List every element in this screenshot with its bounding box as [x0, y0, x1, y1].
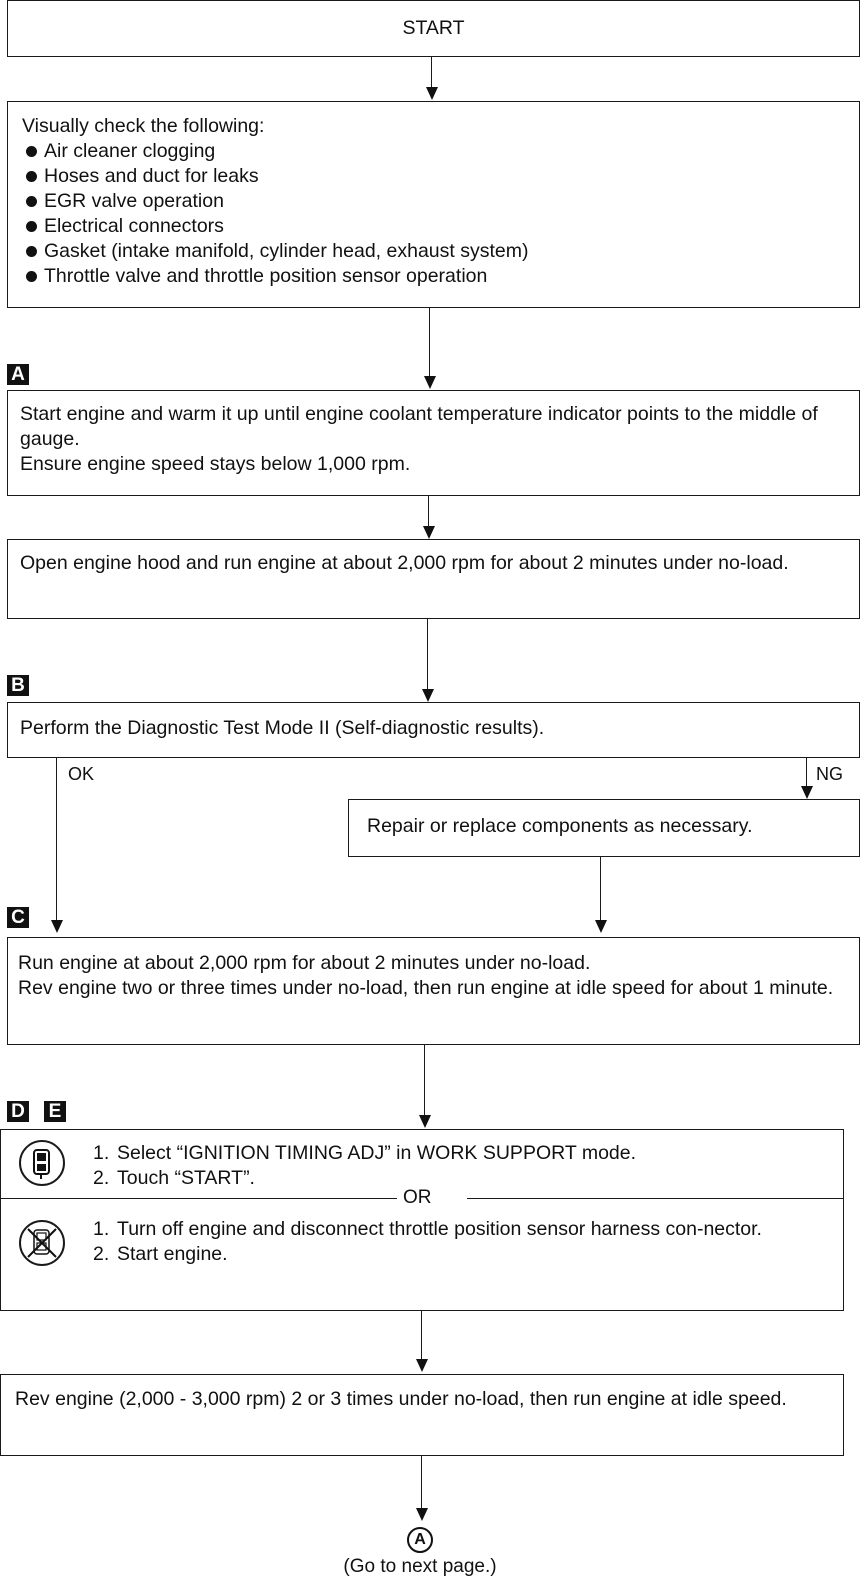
go-to-next-page-note: (Go to next page.): [343, 1556, 497, 1577]
list-item: 2.Start engine.: [93, 1243, 228, 1265]
visual-check-list: Air cleaner clogging Hoses and duct for …: [22, 139, 845, 289]
connector-line: [429, 308, 430, 376]
step-c-note: Rev engine two or three times under no-l…: [18, 977, 834, 999]
visual-check-box: Visually check the following: Air cleane…: [7, 101, 860, 308]
connector-line: [431, 57, 432, 87]
list-item: Throttle valve and throttle position sen…: [22, 264, 845, 289]
or-label: OR: [403, 1187, 432, 1208]
connector-line: [421, 1311, 422, 1359]
connector-line: [424, 1045, 425, 1115]
arrow-down-icon: [801, 786, 813, 799]
start-box: START: [7, 0, 860, 57]
list-item: Gasket (intake manifold, cylinder head, …: [22, 239, 845, 264]
list-item: Hoses and duct for leaks: [22, 164, 845, 189]
connector-line: [600, 857, 601, 920]
step-marker-e: E: [44, 1101, 66, 1122]
arrow-down-icon: [424, 376, 436, 389]
step-marker-d: D: [7, 1101, 29, 1122]
connector-line: [428, 496, 429, 526]
step-c-box: Run engine at about 2,000 rpm for about …: [7, 937, 860, 1045]
list-item: Air cleaner clogging: [22, 139, 845, 164]
step-c-text: Run engine at about 2,000 rpm for about …: [18, 952, 591, 974]
arrow-down-icon: [422, 689, 434, 702]
hood-step-box: Open engine hood and run engine at about…: [7, 539, 860, 619]
rev-step-box: Rev engine (2,000 - 3,000 rpm) 2 or 3 ti…: [0, 1374, 844, 1456]
consult-tester-icon: [19, 1140, 65, 1186]
ng-branch-line: [806, 758, 807, 786]
manual-steps: 1.Turn off engine and disconnect throttl…: [93, 1217, 813, 1267]
step-de-box: 1.Select “IGNITION TIMING ADJ” in WORK S…: [0, 1129, 844, 1311]
step-marker-a: A: [7, 364, 29, 385]
step-b-text: Perform the Diagnostic Test Mode II (Sel…: [20, 717, 545, 739]
arrow-down-icon: [416, 1508, 428, 1521]
step-marker-c: C: [7, 907, 29, 928]
list-item: 1.Turn off engine and disconnect throttl…: [93, 1218, 762, 1240]
arrow-down-icon: [423, 526, 435, 539]
step-b-box: Perform the Diagnostic Test Mode II (Sel…: [7, 702, 860, 758]
offpage-connector-label: A: [414, 1531, 426, 1548]
arrow-down-icon: [51, 920, 63, 933]
ok-label: OK: [68, 764, 95, 784]
hood-step-text: Open engine hood and run engine at about…: [20, 552, 789, 574]
or-divider-right: [467, 1198, 844, 1199]
list-item: 1.Select “IGNITION TIMING ADJ” in WORK S…: [93, 1142, 637, 1164]
consult-steps: 1.Select “IGNITION TIMING ADJ” in WORK S…: [93, 1141, 636, 1191]
offpage-connector-a: A: [407, 1527, 433, 1553]
rev-step-text: Rev engine (2,000 - 3,000 rpm) 2 or 3 ti…: [15, 1388, 787, 1410]
or-divider-left: [1, 1198, 397, 1199]
list-item: 2.Touch “START”.: [93, 1167, 255, 1189]
arrow-down-icon: [426, 87, 438, 100]
arrow-down-icon: [595, 920, 607, 933]
list-item: EGR valve operation: [22, 189, 845, 214]
no-tester-icon: [19, 1220, 65, 1266]
step-a-box: Start engine and warm it up until engine…: [7, 390, 860, 496]
repair-box: Repair or replace components as necessar…: [348, 799, 860, 857]
step-a-text: Start engine and warm it up until engine…: [20, 403, 818, 450]
connector-line: [421, 1456, 422, 1508]
visual-check-intro: Visually check the following:: [22, 115, 265, 137]
arrow-down-icon: [419, 1115, 431, 1128]
ok-branch-line: [56, 758, 57, 920]
ng-label: NG: [816, 764, 843, 784]
start-label: START: [402, 17, 465, 39]
step-a-note: Ensure engine speed stays below 1,000 rp…: [20, 453, 411, 475]
step-marker-b: B: [7, 675, 29, 696]
list-item: Electrical connectors: [22, 214, 845, 239]
arrow-down-icon: [416, 1359, 428, 1372]
repair-text: Repair or replace components as necessar…: [367, 815, 753, 837]
connector-line: [427, 619, 428, 689]
